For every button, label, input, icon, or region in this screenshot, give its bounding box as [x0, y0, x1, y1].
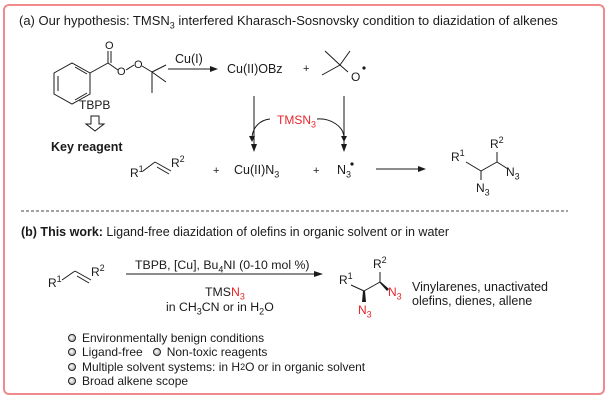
product-r1: R1	[339, 271, 353, 288]
plus-sign: +	[313, 165, 320, 177]
alkene-r2: R2	[171, 154, 185, 171]
feature-item: Environmentally benign conditions	[67, 331, 365, 345]
cu-obz-product: Cu(II)OBz	[227, 62, 283, 76]
product-n3-right: N3	[506, 165, 520, 182]
tbu-bond	[151, 64, 167, 73]
section-a-heading-text-2: interfered Kharasch-Sosnovsky condition …	[174, 13, 558, 28]
arrowhead	[341, 136, 347, 142]
alkene-bond	[142, 161, 156, 172]
product-n3-bottom: N3	[358, 303, 372, 320]
alkene-r1: R1	[48, 274, 62, 291]
section-b-heading-text: Ligand-free diazidation of olefins in or…	[102, 225, 449, 239]
reagent-name-tbpb: TBPB	[79, 98, 111, 112]
tbpb-benzene-ring	[53, 62, 91, 105]
plus-sign: +	[303, 63, 310, 75]
scope-line-1: Vinylarenes, unactivated	[412, 280, 548, 294]
product-bond	[350, 284, 365, 292]
curved-arrow	[316, 118, 345, 139]
figure-frame	[3, 4, 605, 395]
tbuo-bond	[321, 64, 341, 76]
alkene-bond	[61, 270, 76, 281]
ring-double-bond	[74, 92, 88, 101]
bullet-icon	[68, 377, 76, 386]
product-bond	[363, 281, 381, 292]
product-n3-bottom: N3	[476, 181, 490, 198]
scope-line-2: olefins, dienes, allene	[412, 294, 533, 308]
ring-double-bond	[74, 66, 88, 75]
product-r2: R2	[373, 255, 387, 272]
feature-item: Broad alkene scope	[67, 374, 365, 388]
tbuo-bond	[324, 50, 341, 66]
tbuo-bond	[339, 50, 351, 66]
product-r1: R1	[451, 148, 465, 165]
radical-dot	[350, 162, 354, 166]
arrowhead	[314, 271, 323, 277]
arrowhead	[210, 66, 218, 72]
alkene-r2: R2	[91, 263, 105, 280]
tbu-bond	[151, 71, 167, 83]
product-r2: R2	[490, 135, 504, 152]
subscript: 3	[311, 119, 317, 130]
feature-list: Environmentally benign conditions Ligand…	[67, 331, 365, 388]
subscript: 3	[169, 20, 175, 31]
radical-dot	[362, 66, 366, 70]
key-reagent-label: Key reagent	[51, 140, 123, 154]
plus-sign: +	[213, 165, 220, 177]
product-bond	[496, 161, 509, 170]
conditions-solvent: in CH3CN or in H2O	[166, 300, 274, 317]
peroxide-bond	[125, 64, 135, 71]
feature-item: Ligand-free Non-toxic reagents	[67, 345, 365, 359]
open-down-arrow-icon	[84, 115, 106, 132]
arrowhead	[249, 136, 255, 142]
peroxy-oxygen: O	[134, 59, 143, 71]
carbonyl-oxygen: O	[105, 40, 114, 52]
section-b-heading: (b) This work: Ligand-free diazidation o…	[21, 225, 449, 239]
bullet-icon	[68, 334, 76, 343]
product-bond	[480, 161, 498, 172]
arrowhead	[418, 166, 426, 172]
section-a-heading: (a) Our hypothesis: TMSN3 interfered Kha…	[19, 13, 558, 31]
section-b-label: (b) This work:	[21, 225, 103, 239]
product-bond	[465, 161, 482, 172]
alkene-bond	[154, 161, 172, 172]
tmsn3-text: TMSN	[277, 113, 311, 127]
bullet-icon	[152, 348, 161, 357]
conditions-reagent: TMSN3	[205, 285, 245, 302]
section-a-heading-text: Our hypothesis: TMSN	[38, 13, 170, 28]
bond	[107, 62, 119, 71]
alkene-double-bond	[156, 166, 170, 175]
tbuo-oxygen: O	[351, 70, 361, 84]
bullet-icon	[68, 362, 76, 371]
arrowhead	[341, 144, 347, 152]
azide-radical: N3	[337, 163, 352, 180]
bond	[89, 62, 109, 74]
product-n3-right: N3	[388, 285, 402, 302]
tmsn3-reagent: TMSN3	[277, 113, 317, 130]
alkene-r1: R1	[130, 164, 144, 181]
catalyst-label: Cu(I)	[175, 52, 203, 66]
tbuo-bond	[339, 64, 349, 73]
bond	[141, 65, 153, 73]
ester-oxygen: O	[117, 66, 126, 78]
wedge-bond	[379, 282, 389, 291]
conditions-top: TBPB, [Cu], Bu4NI (0-10 mol %)	[135, 258, 310, 275]
alkene-bond	[74, 270, 92, 281]
bullet-icon	[68, 348, 76, 357]
cu-azide: Cu(II)N3	[234, 163, 280, 180]
curved-arrow	[251, 118, 271, 138]
section-a-label: (a)	[19, 13, 35, 28]
alkene-double-bond	[76, 275, 90, 284]
arrowhead	[251, 144, 257, 152]
wedge-bond	[362, 291, 366, 302]
